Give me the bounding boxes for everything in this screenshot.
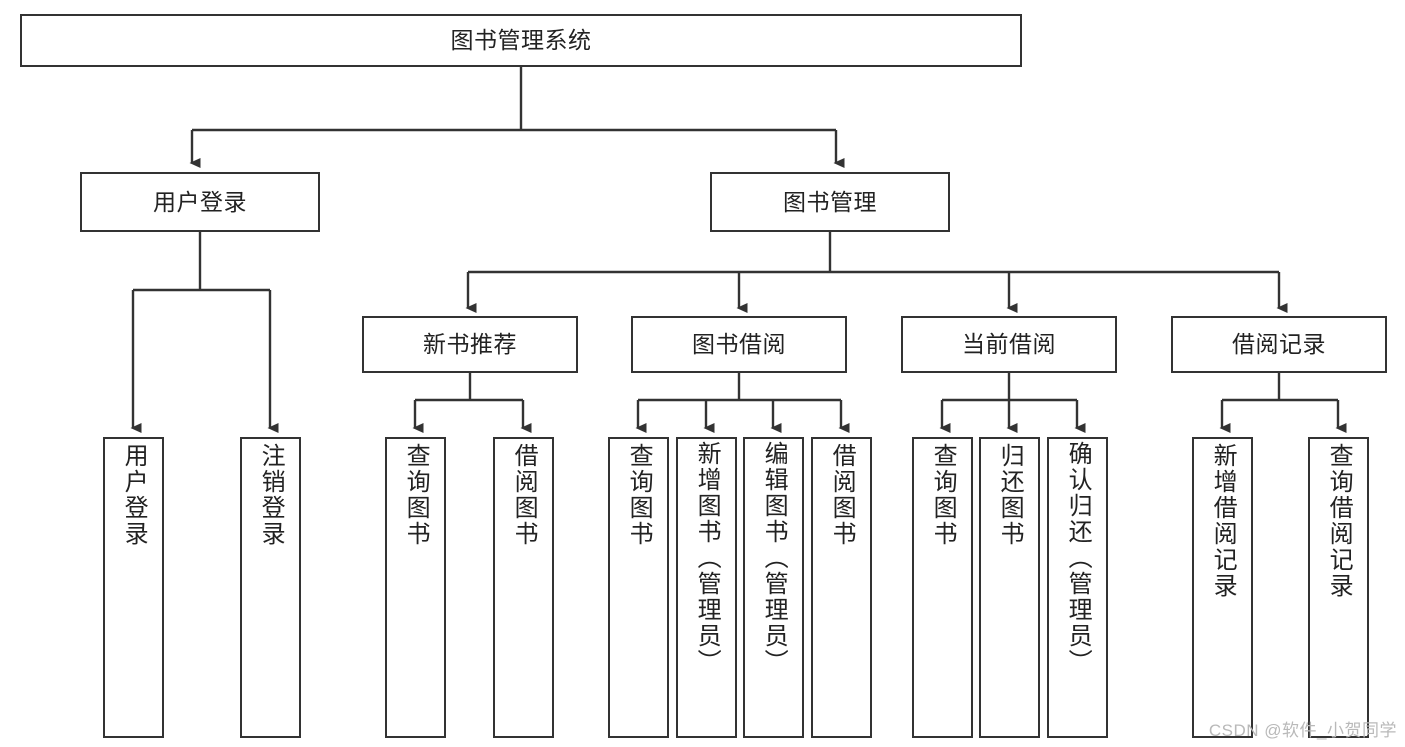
node-root-label: 图书管理系统 — [450, 27, 592, 54]
leaf-user-login-login-label: 用户登录 — [120, 443, 148, 547]
node-borrow-record[interactable]: 借阅记录 — [1171, 316, 1387, 373]
leaf-current-borrow-confirm[interactable]: 确认归还（管理员） — [1047, 437, 1108, 738]
leaf-user-login-logout-label: 注销登录 — [257, 443, 285, 547]
node-user-login[interactable]: 用户登录 — [80, 172, 320, 232]
leaf-current-borrow-confirm-label: 确认归还（管理员） — [1064, 441, 1092, 675]
leaf-current-borrow-return-label: 归还图书 — [996, 443, 1024, 547]
node-book-management[interactable]: 图书管理 — [710, 172, 950, 232]
leaf-book-borrow-borrow[interactable]: 借阅图书 — [811, 437, 872, 738]
leaf-user-login-login[interactable]: 用户登录 — [103, 437, 164, 738]
node-book-borrow-label: 图书借阅 — [692, 331, 786, 358]
leaf-new-book-query[interactable]: 查询图书 — [385, 437, 446, 738]
leaf-book-borrow-edit-label: 编辑图书（管理员） — [760, 441, 788, 675]
leaf-new-book-query-label: 查询图书 — [402, 443, 430, 547]
node-new-book-recommend[interactable]: 新书推荐 — [362, 316, 578, 373]
node-new-book-recommend-label: 新书推荐 — [423, 331, 517, 358]
node-user-login-label: 用户登录 — [153, 188, 247, 215]
node-root[interactable]: 图书管理系统 — [20, 14, 1022, 67]
leaf-current-borrow-query[interactable]: 查询图书 — [912, 437, 973, 738]
node-current-borrow-label: 当前借阅 — [962, 331, 1056, 358]
leaf-borrow-record-query[interactable]: 查询借阅记录 — [1308, 437, 1369, 738]
leaf-current-borrow-query-label: 查询图书 — [929, 443, 957, 547]
leaf-book-borrow-query-label: 查询图书 — [625, 443, 653, 547]
node-book-management-label: 图书管理 — [783, 188, 877, 215]
leaf-borrow-record-add[interactable]: 新增借阅记录 — [1192, 437, 1253, 738]
leaf-book-borrow-add[interactable]: 新增图书（管理员） — [676, 437, 737, 738]
leaf-current-borrow-return[interactable]: 归还图书 — [979, 437, 1040, 738]
node-book-borrow[interactable]: 图书借阅 — [631, 316, 847, 373]
leaf-book-borrow-edit[interactable]: 编辑图书（管理员） — [743, 437, 804, 738]
node-borrow-record-label: 借阅记录 — [1232, 331, 1326, 358]
leaf-new-book-borrow[interactable]: 借阅图书 — [493, 437, 554, 738]
leaf-book-borrow-add-label: 新增图书（管理员） — [693, 441, 721, 675]
leaf-new-book-borrow-label: 借阅图书 — [510, 443, 538, 547]
leaf-book-borrow-borrow-label: 借阅图书 — [828, 443, 856, 547]
leaf-book-borrow-query[interactable]: 查询图书 — [608, 437, 669, 738]
leaf-borrow-record-query-label: 查询借阅记录 — [1325, 443, 1353, 599]
watermark-text: CSDN @软件_小贺同学 — [1208, 721, 1397, 740]
leaf-user-login-logout[interactable]: 注销登录 — [240, 437, 301, 738]
leaf-borrow-record-add-label: 新增借阅记录 — [1209, 443, 1237, 599]
node-current-borrow[interactable]: 当前借阅 — [901, 316, 1117, 373]
